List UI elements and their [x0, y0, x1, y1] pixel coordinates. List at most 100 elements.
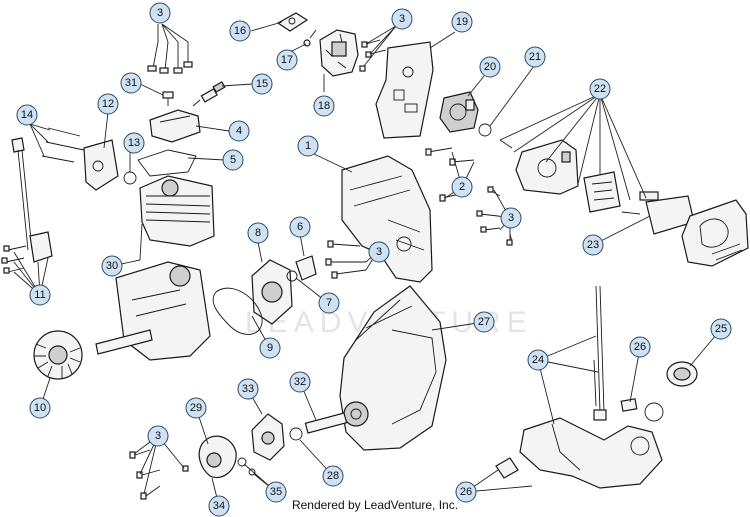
callout-33: 33 — [237, 378, 259, 400]
clutch-housing-27 — [339, 285, 447, 451]
svg-text:19: 19 — [456, 16, 468, 28]
svg-text:34: 34 — [213, 500, 225, 512]
callout-35: 35 — [265, 481, 287, 503]
air-filter-base-22 — [499, 139, 659, 215]
callout-26: 26 — [455, 481, 477, 503]
svg-text:13: 13 — [128, 137, 140, 149]
svg-text:24: 24 — [532, 354, 544, 366]
ignition-coil-11 — [1, 231, 53, 274]
ignition-module-18 — [319, 29, 359, 77]
callout-19: 19 — [451, 11, 473, 33]
callout-13: 13 — [123, 132, 145, 154]
clutch-shoes-33 — [251, 413, 285, 461]
svg-text:5: 5 — [230, 154, 236, 166]
screws-3-module — [359, 39, 387, 72]
spark-plug-15 — [192, 81, 226, 107]
callout-27: 27 — [473, 311, 495, 333]
svg-text:26: 26 — [634, 341, 646, 353]
washer-7 — [286, 270, 298, 282]
carburetor-20 — [439, 91, 479, 133]
svg-text:7: 7 — [326, 297, 332, 309]
fuel-cap-25 — [644, 361, 698, 422]
callout-34: 34 — [208, 495, 230, 517]
callout-3: 3 — [391, 8, 413, 30]
svg-text:31: 31 — [125, 77, 137, 89]
seal-ring-13 — [123, 171, 137, 185]
o-ring-21 — [478, 123, 492, 137]
fuel-tube-14 — [11, 127, 85, 251]
callout-3: 3 — [149, 2, 171, 24]
callout-18: 18 — [313, 95, 335, 117]
callout-29: 29 — [185, 397, 207, 419]
engine-housing-1 — [341, 155, 433, 283]
fuel-tank-24 — [519, 285, 663, 489]
callout-17: 17 — [276, 49, 298, 71]
callout-7: 7 — [318, 292, 340, 314]
svg-text:4: 4 — [236, 125, 242, 137]
svg-text:11: 11 — [34, 289, 45, 301]
callout-9: 9 — [259, 337, 281, 359]
screws-3-center — [325, 240, 367, 279]
callout-25: 25 — [710, 318, 732, 340]
svg-text:33: 33 — [242, 383, 254, 395]
callout-12: 12 — [97, 93, 119, 115]
callout-28: 28 — [322, 465, 344, 487]
grommet-26b — [495, 457, 519, 479]
crankcase-30 — [95, 261, 211, 361]
callout-14: 14 — [16, 104, 38, 126]
callout-4: 4 — [228, 120, 250, 142]
gasket-12 — [83, 139, 119, 191]
callout-26: 26 — [629, 336, 651, 358]
bolt-31 — [162, 91, 174, 106]
screws-3-bottom — [129, 449, 189, 500]
svg-text:12: 12 — [102, 98, 114, 110]
callout-21: 21 — [524, 46, 546, 68]
callout-5: 5 — [222, 149, 244, 171]
svg-text:30: 30 — [106, 260, 118, 272]
callout-2: 2 — [451, 176, 473, 198]
svg-text:3: 3 — [157, 7, 163, 19]
parts-layer — [1, 12, 749, 500]
callout-16: 16 — [229, 20, 251, 42]
callout-11: 11 — [29, 284, 51, 306]
washer-35b — [248, 468, 256, 476]
svg-text:28: 28 — [327, 470, 339, 482]
svg-text:10: 10 — [34, 402, 46, 414]
washer-28 — [289, 427, 303, 441]
callout-32: 32 — [289, 371, 311, 393]
grommet-26a — [620, 398, 638, 412]
callout-3: 3 — [147, 425, 169, 447]
callout-1: 1 — [297, 135, 319, 157]
svg-text:22: 22 — [594, 83, 606, 95]
heat-shield-19 — [375, 41, 434, 139]
svg-text:6: 6 — [297, 221, 303, 233]
callout-24: 24 — [527, 349, 549, 371]
svg-text:21: 21 — [529, 51, 541, 63]
bolts-3-top-left — [147, 41, 193, 74]
plate-16 — [276, 12, 309, 32]
svg-text:32: 32 — [294, 376, 306, 388]
svg-text:17: 17 — [281, 54, 293, 66]
clutch-drum-29 — [198, 435, 237, 479]
callout-8: 8 — [247, 222, 269, 244]
callout-31: 31 — [120, 72, 142, 94]
callout-3: 3 — [368, 241, 390, 263]
svg-text:15: 15 — [256, 78, 268, 90]
callout-30: 30 — [101, 255, 123, 277]
cylinder-head — [139, 175, 215, 247]
flywheel-10 — [33, 330, 83, 380]
callout-6: 6 — [289, 216, 311, 238]
svg-text:25: 25 — [715, 323, 727, 335]
svg-text:35: 35 — [270, 486, 282, 498]
washer-35a — [237, 457, 247, 467]
svg-text:8: 8 — [255, 227, 261, 239]
callout-3: 3 — [500, 207, 522, 229]
svg-text:14: 14 — [21, 109, 33, 121]
footer-credit: Rendered by LeadVenture, Inc. — [291, 498, 459, 512]
starter-cup-8 — [251, 259, 293, 325]
fitting-6 — [295, 255, 317, 281]
gasket-5 — [137, 149, 197, 177]
drive-shaft-32 — [304, 412, 348, 434]
svg-text:20: 20 — [484, 61, 496, 73]
svg-text:29: 29 — [190, 402, 202, 414]
